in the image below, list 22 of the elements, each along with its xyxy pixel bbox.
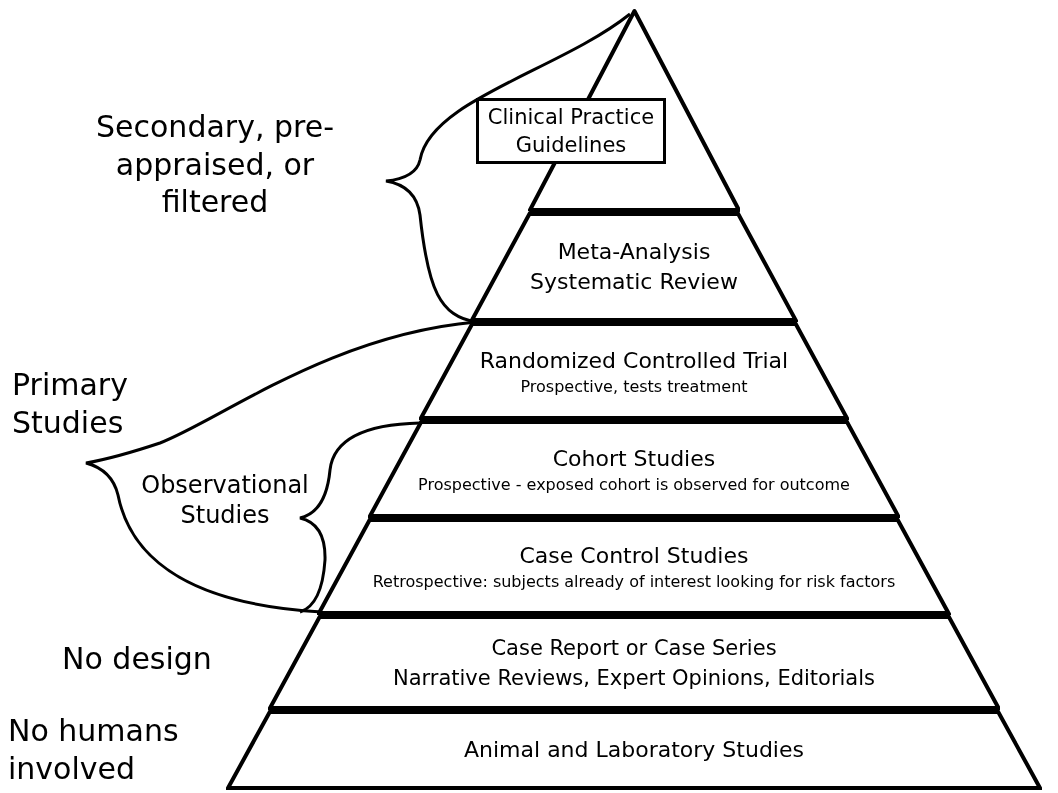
side-label: Primary Studies bbox=[12, 366, 129, 441]
tier-title: Meta-Analysis Systematic Review bbox=[529, 238, 739, 296]
pyramid-tier bbox=[267, 615, 1001, 710]
guideline-box: Clinical Practice Guidelines bbox=[476, 98, 666, 164]
pyramid-tier bbox=[226, 710, 1042, 790]
side-label: No design bbox=[62, 640, 213, 678]
tier-title: Cohort Studies bbox=[552, 444, 716, 473]
tier-title: Animal and Laboratory Studies bbox=[464, 736, 804, 764]
tier-title: Narrative Reviews, Expert Opinions, Editorials bbox=[392, 664, 875, 692]
bracket-label: Observational Studies bbox=[140, 470, 310, 530]
tier-title: Case Control Studies bbox=[519, 542, 749, 570]
pyramid-tier bbox=[367, 420, 901, 518]
tier-title: Randomized Controlled Trial bbox=[479, 346, 789, 375]
side-label: No humans involved bbox=[8, 712, 180, 787]
side-label: Secondary, pre-appraised, or filtered bbox=[95, 108, 335, 221]
tier-description: Retrospective: subjects already of interest looking for risk factors bbox=[372, 571, 896, 592]
tier-description: Prospective - exposed cohort is observed for outcome bbox=[418, 473, 850, 495]
pyramid-tier bbox=[419, 322, 849, 420]
tier-description: Prospective, tests treatment bbox=[520, 375, 748, 397]
tier-title: Case Report or Case Series bbox=[491, 634, 777, 662]
pyramid-tier bbox=[317, 518, 951, 615]
pyramid-tier bbox=[470, 212, 798, 322]
